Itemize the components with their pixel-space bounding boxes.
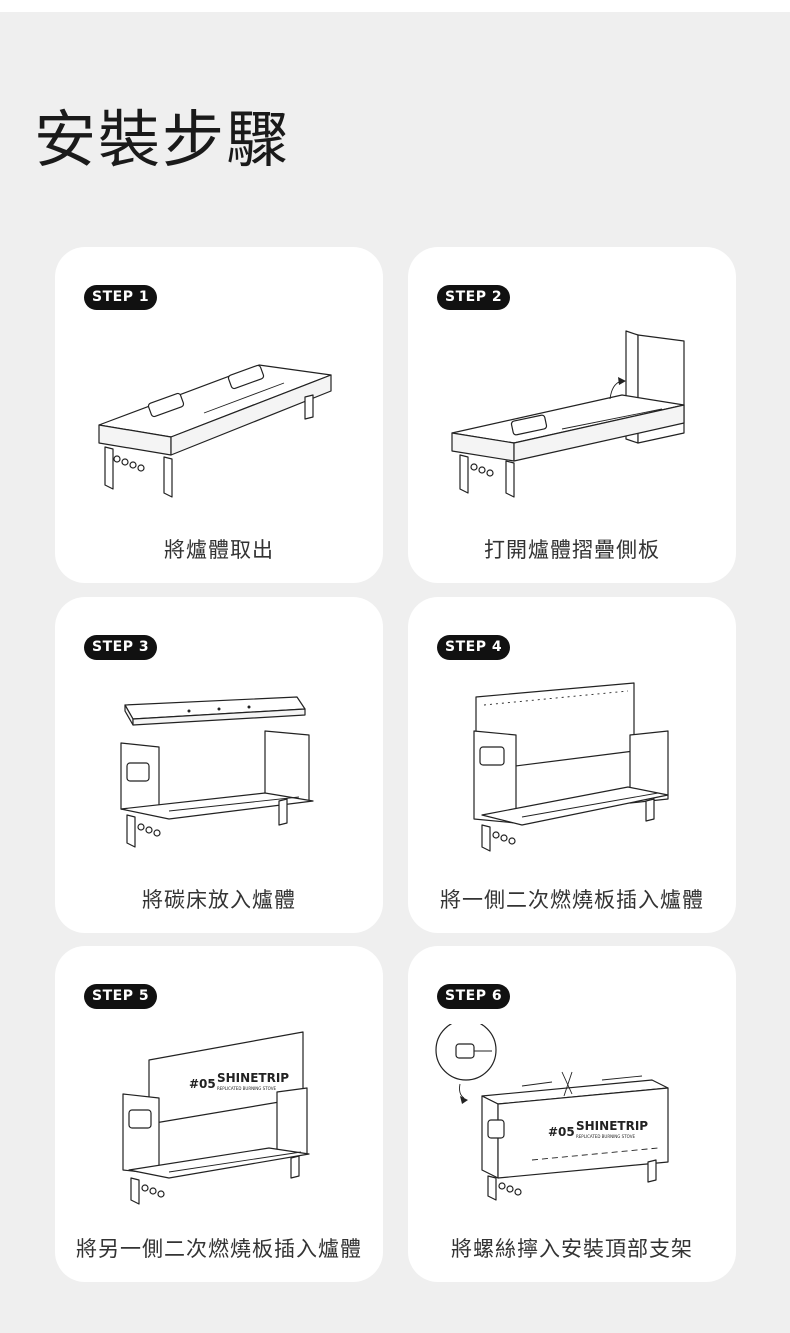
step-card-5: STEP 5 #05 SHINETRIP REPLICATED BURNING … <box>55 946 383 1282</box>
top-strip <box>0 0 790 12</box>
stove-closed-illustration <box>98 364 332 498</box>
step-card-4: STEP 4 將一側二次燃燒板插入爐體 <box>408 597 736 933</box>
stove-side-open-illustration <box>451 330 685 498</box>
charcoal-bed-insert-illustration <box>120 696 314 848</box>
step-card-3: STEP 3 將碳床放入爐體 <box>55 597 383 933</box>
second-panel-insert-illustration: #05 SHINETRIP REPLICATED BURNING STOVE <box>122 1031 310 1205</box>
step-caption: 打開爐體摺疊側板 <box>484 538 660 562</box>
step-caption: 將碳床放入爐體 <box>142 888 296 912</box>
step-caption: 將一側二次燃燒板插入爐體 <box>440 888 704 912</box>
step-card-1: STEP 1 將爐體取出 <box>55 247 383 583</box>
page-title: 安裝步驟 <box>34 103 291 176</box>
brand-subline-label: REPLICATED BURNING STOVE <box>217 1086 276 1091</box>
plate-number-label: #05 <box>189 1077 216 1091</box>
step-badge: STEP 5 <box>84 984 158 1009</box>
step-card-2: STEP 2 打開爐體摺疊側板 <box>408 247 736 583</box>
step-badge: STEP 1 <box>84 285 158 310</box>
step-badge: STEP 3 <box>84 635 158 660</box>
step-caption: 將螺絲擰入安裝頂部支架 <box>451 1237 693 1261</box>
plate-number-label: #05 <box>548 1125 575 1139</box>
step-badge: STEP 4 <box>437 635 511 660</box>
step-caption: 將另一側二次燃燒板插入爐體 <box>76 1237 362 1261</box>
first-panel-insert-illustration <box>473 682 669 852</box>
step-badge: STEP 2 <box>437 285 511 310</box>
brand-subline-label: REPLICATED BURNING STOVE <box>576 1134 635 1139</box>
step-card-6: STEP 6 #05 SHINETRIP REPLICATED BURNING … <box>408 946 736 1282</box>
step-caption: 將爐體取出 <box>164 538 274 562</box>
brand-label: SHINETRIP <box>217 1071 289 1085</box>
brand-label: SHINETRIP <box>576 1119 648 1133</box>
step-badge: STEP 6 <box>437 984 511 1009</box>
screw-top-bracket-illustration: #05 SHINETRIP REPLICATED BURNING STOVE <box>435 1024 669 1201</box>
